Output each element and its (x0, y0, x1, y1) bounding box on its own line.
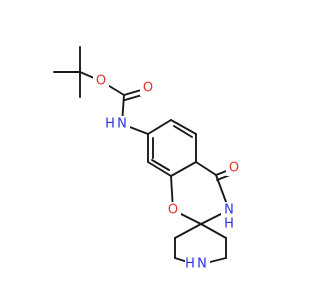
lactam-nitrogen-hydrogen-label: H (224, 217, 234, 232)
carbamate-nitrogen-hydrogen-label: H (105, 117, 115, 132)
ring-ether-oxygen-label: O (168, 203, 178, 218)
atom-label-layer: O O N H O O N H N H (93, 73, 242, 272)
label-background (221, 216, 237, 232)
label-background (185, 256, 195, 272)
label-background (221, 202, 237, 218)
bond-benzene-1 (147, 119, 172, 135)
bond-benzene-2-inner (173, 125, 193, 138)
bond-piperidine-6 (200, 223, 227, 239)
label-background (114, 116, 130, 132)
molecule-structure-diagram: O O N H O O N H N H (53, 46, 242, 272)
label-background (165, 202, 181, 218)
carbamate-carbonyl-oxygen-label: O (143, 81, 153, 96)
label-background (194, 256, 210, 272)
lactam-nitrogen-label: N (224, 203, 234, 218)
carbamate-ether-oxygen-label: O (96, 74, 106, 89)
bond-benzene-5 (147, 161, 172, 177)
carbamate-nitrogen-label: N (117, 117, 127, 132)
ring-carbonyl-oxygen-label: O (229, 161, 239, 176)
label-background (140, 80, 156, 96)
bond-benzene-5-inner (151, 159, 170, 171)
label-background (226, 160, 242, 176)
bond-benzene-2 (170, 119, 197, 135)
bond-piperidine-1 (174, 223, 202, 239)
bond-benzene-4 (170, 161, 197, 177)
bond-aryl-to-carbonyl (195, 161, 217, 176)
piperidine-nitrogen-hydrogen-label: H (185, 257, 195, 272)
piperidine-nitrogen-label: N (197, 257, 207, 272)
label-background (93, 73, 109, 89)
label-background (105, 116, 115, 132)
